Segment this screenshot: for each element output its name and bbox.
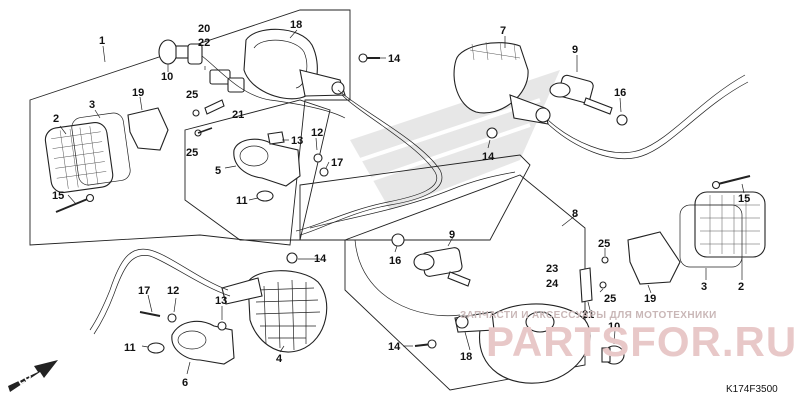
callout-9-top: 9 <box>572 44 578 56</box>
callout-20: 20 <box>198 23 210 35</box>
assembly-box-top-left <box>29 9 351 246</box>
wire-harness-top-left-b <box>295 94 438 232</box>
callout-25-top-b: 25 <box>186 147 198 159</box>
callout-11-bottom: 11 <box>124 342 136 354</box>
wire-top-right <box>547 74 746 154</box>
callout-17-bottom: 17 <box>138 285 150 297</box>
lamp-4-bottom-left <box>221 270 328 353</box>
callout-21-top: 21 <box>232 109 244 121</box>
callout-labels: 1 2 3 19 15 20 22 10 18 14 7 9 16 25 21 … <box>52 19 750 389</box>
relay-9-top <box>549 74 628 126</box>
bulb-10-top <box>158 39 346 119</box>
lens-right <box>694 191 766 258</box>
callout-19-top: 19 <box>132 87 144 99</box>
bracket-19-right <box>627 231 681 285</box>
housing-18-lower <box>454 303 625 384</box>
wire-center <box>309 171 516 229</box>
callout-3-right: 3 <box>701 281 707 293</box>
callout-2-right: 2 <box>738 281 744 293</box>
callout-12-top: 12 <box>311 127 323 139</box>
callout-15-right: 15 <box>738 193 750 205</box>
callout-3-top: 3 <box>89 99 95 111</box>
brand-wing-watermark <box>350 70 560 210</box>
assembly-box-right <box>344 174 586 391</box>
callout-11-top: 11 <box>236 195 248 207</box>
callout-2-top: 2 <box>53 113 59 125</box>
wire-harness-top-left <box>299 89 443 236</box>
screw-14-lower <box>414 339 437 349</box>
callout-8: 8 <box>572 208 578 220</box>
gasket-top-left <box>71 112 131 186</box>
callout-17-top: 17 <box>331 157 343 169</box>
callout-13-top: 13 <box>291 135 303 147</box>
callout-24: 24 <box>546 278 559 290</box>
callout-25-top-a: 25 <box>186 89 198 101</box>
callout-23: 23 <box>546 263 558 275</box>
callout-4: 4 <box>276 353 283 365</box>
callout-5: 5 <box>215 165 221 177</box>
lamp-7-top-right <box>453 41 551 125</box>
housing-18-top <box>243 28 346 100</box>
screw-14-bottom-left <box>286 252 298 264</box>
wire-bottom-left-b <box>93 254 231 335</box>
callout-25-lower-b: 25 <box>604 293 616 305</box>
callout-10-top: 10 <box>161 71 173 83</box>
leader-lines <box>59 29 745 375</box>
wire-top-right-b <box>547 81 749 159</box>
callout-16-lower: 16 <box>389 255 401 267</box>
grommet-14-mid <box>486 127 498 139</box>
screw-15-top-left <box>55 193 95 213</box>
wire-bottom-left <box>89 248 229 331</box>
callout-9-lower: 9 <box>449 229 455 241</box>
stay-5-left <box>233 131 329 202</box>
callout-6: 6 <box>182 377 188 389</box>
callout-18-top: 18 <box>290 19 302 31</box>
callout-10-lower: 10 <box>608 321 620 333</box>
callout-14-lower: 14 <box>388 341 401 353</box>
screws-25-21-lower <box>579 256 609 303</box>
inner-box-center <box>299 154 531 241</box>
callout-14-mid: 14 <box>482 151 495 163</box>
stay-6-bottom <box>139 311 235 365</box>
callout-12-bottom: 12 <box>167 285 179 297</box>
watermark-text: ЗАПЧАСТИ И АКСЕССУАРЫ ДЛЯ МОТОТЕХНИКИ <box>460 310 717 321</box>
gasket-right <box>679 204 743 268</box>
callout-19-right: 19 <box>644 293 656 305</box>
lens-top-left <box>44 122 114 193</box>
bracket-19-top-left <box>127 107 169 151</box>
callout-14-top: 14 <box>388 53 401 65</box>
callout-1: 1 <box>99 35 105 47</box>
screws-25-21-top <box>192 99 225 137</box>
front-direction-arrow <box>8 360 58 392</box>
diagram-code: K174F3500 <box>726 384 778 395</box>
relay-9-lower <box>391 233 471 287</box>
callout-15-top: 15 <box>52 190 64 202</box>
callout-13-bottom: 13 <box>215 295 227 307</box>
callout-22: 22 <box>198 37 210 49</box>
callout-14-bottom-left: 14 <box>314 253 327 265</box>
watermark-logo: PARTSFOR.RU <box>486 318 797 365</box>
callout-16-top: 16 <box>614 87 626 99</box>
callout-25-lower-a: 25 <box>598 238 610 250</box>
callout-18-lower: 18 <box>460 351 472 363</box>
screw-14-top <box>358 53 380 63</box>
callout-21-lower: 21 <box>582 309 594 321</box>
callout-7: 7 <box>500 25 506 37</box>
screw-15-right <box>711 175 751 190</box>
wire-right-lower <box>354 239 461 317</box>
